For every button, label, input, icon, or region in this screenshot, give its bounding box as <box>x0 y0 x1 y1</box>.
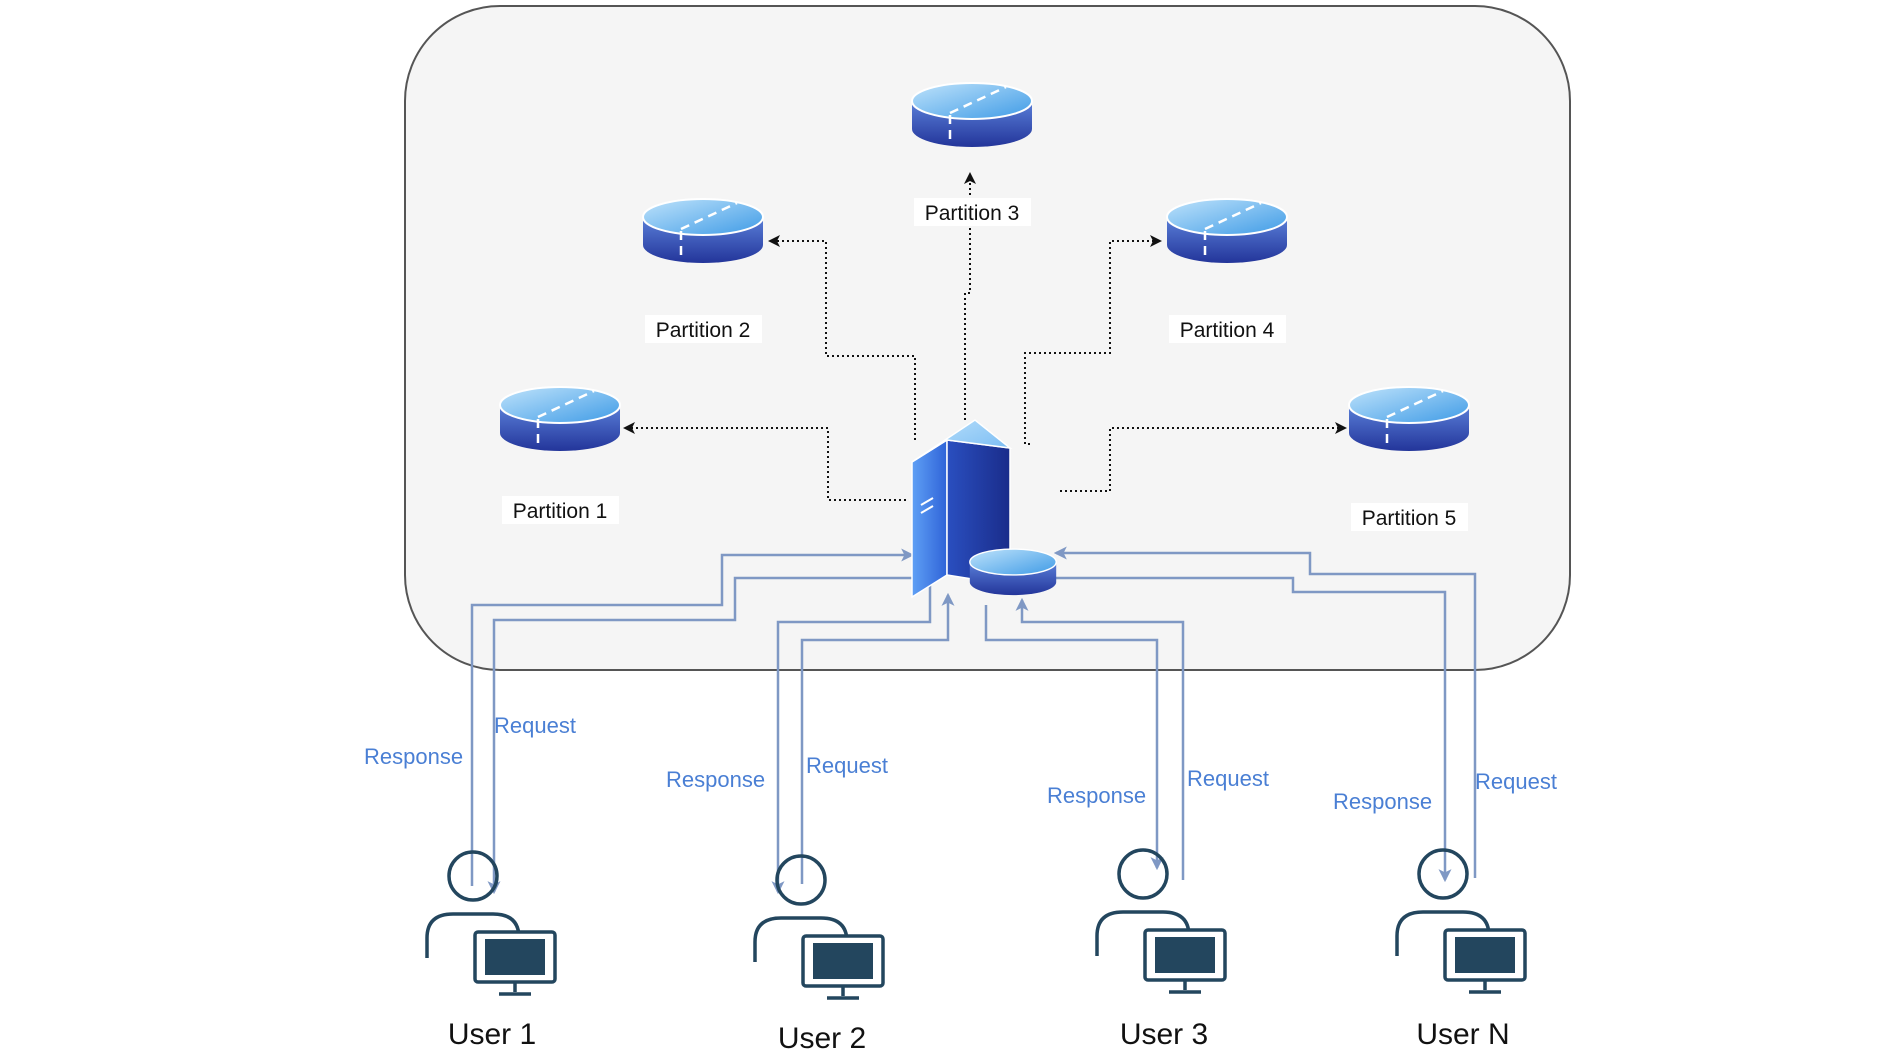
user-label-3: User 3 <box>1120 1018 1208 1050</box>
user-2 <box>753 854 885 1000</box>
request-flow-user-2 <box>800 592 955 884</box>
response-label-user-1: Response <box>364 744 463 769</box>
partition-container <box>404 5 1571 671</box>
response-flow-user-n <box>1040 576 1452 883</box>
partition-database-1 <box>498 385 622 453</box>
partition-label-1: Partition 1 <box>513 500 608 523</box>
partition-database-4 <box>1165 197 1289 265</box>
partition-routes <box>623 172 1347 501</box>
database-icon <box>1347 385 1471 453</box>
router-database <box>969 548 1057 596</box>
request-flow-user-n <box>1053 546 1477 878</box>
partition-label-5: Partition 5 <box>1362 507 1457 530</box>
partition-database-2 <box>641 197 765 265</box>
partition-label-3: Partition 3 <box>925 202 1020 225</box>
route-partition-1 <box>623 422 906 501</box>
server-icon <box>911 419 1013 599</box>
client-flows <box>470 546 1477 895</box>
response-label-user-3: Response <box>1047 783 1146 808</box>
response-flow-user-2 <box>771 585 932 895</box>
route-partition-4 <box>1024 235 1162 445</box>
user-computer-icon <box>425 850 557 996</box>
request-label-user-n: Request <box>1475 769 1557 794</box>
route-partition-2 <box>768 235 916 440</box>
response-flow-user-3 <box>984 605 1164 871</box>
partition-database-3 <box>910 81 1034 149</box>
user-n <box>1395 848 1527 994</box>
user-computer-icon <box>1395 848 1527 994</box>
user-label-1: User 1 <box>448 1018 536 1050</box>
user-3 <box>1095 848 1227 994</box>
flow-labels: Response Request Response Request Respon… <box>364 713 1557 814</box>
route-partition-3 <box>964 172 976 420</box>
database-icon <box>910 81 1034 149</box>
response-label-user-2: Response <box>666 767 765 792</box>
partition-label-4: Partition 4 <box>1180 319 1275 342</box>
database-icon <box>498 385 622 453</box>
user-1 <box>425 850 557 996</box>
user-computer-icon <box>1095 848 1227 994</box>
request-label-user-3: Request <box>1187 766 1269 791</box>
response-flow-user-1 <box>487 576 920 895</box>
request-flow-user-3 <box>1015 597 1185 880</box>
request-label-user-1: Request <box>494 713 576 738</box>
partition-database-5 <box>1347 385 1471 453</box>
user-computer-icon <box>753 854 885 1000</box>
partition-label-2: Partition 2 <box>656 319 751 342</box>
database-icon <box>641 197 765 265</box>
request-label-user-2: Request <box>806 753 888 778</box>
partition-labels: Partition 1 Partition 2 Partition 3 Part… <box>502 198 1468 531</box>
response-label-user-n: Response <box>1333 789 1432 814</box>
route-partition-5 <box>1060 422 1347 492</box>
user-label-n: User N <box>1416 1018 1509 1050</box>
request-flow-user-1 <box>470 548 915 886</box>
user-label-2: User 2 <box>778 1022 866 1050</box>
database-icon <box>1165 197 1289 265</box>
